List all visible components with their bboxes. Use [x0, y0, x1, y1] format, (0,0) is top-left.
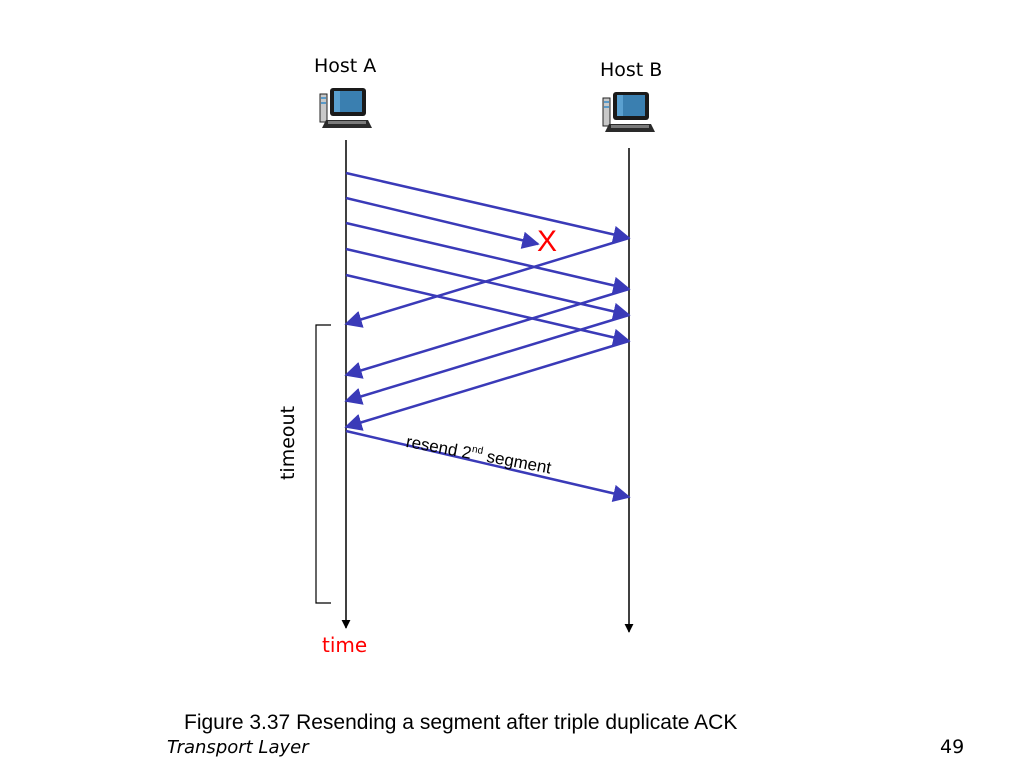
lost-segment-marker: X: [537, 225, 558, 258]
desktop-computer-icon: [602, 92, 655, 132]
duplicate-ack-3-arrow: [344, 339, 630, 431]
host-b-computer-icon: [601, 90, 657, 134]
duplicate-ack-2-arrow: [344, 313, 630, 405]
footer-page-number: 49: [940, 736, 965, 758]
segment-2-lost-arrow: [345, 196, 540, 249]
figure-caption: Figure 3.37 Resending a segment after tr…: [184, 711, 738, 734]
host-a-computer-icon: [318, 86, 374, 130]
duplicate-ack-1-arrow: [344, 287, 630, 379]
ack-1-arrow: [344, 236, 630, 328]
resend-segment-arrow: [345, 429, 631, 502]
host-b-label: Host B: [600, 59, 663, 81]
timeout-label: timeout: [277, 405, 299, 481]
timeout-bracket: [315, 324, 331, 604]
host-a-label: Host A: [314, 55, 377, 77]
desktop-computer-icon: [319, 88, 372, 128]
segment-3-arrow: [345, 221, 631, 294]
time-axis-label: time: [322, 633, 368, 657]
segment-1-arrow: [345, 171, 631, 244]
footer-section-title: Transport Layer: [167, 737, 309, 758]
